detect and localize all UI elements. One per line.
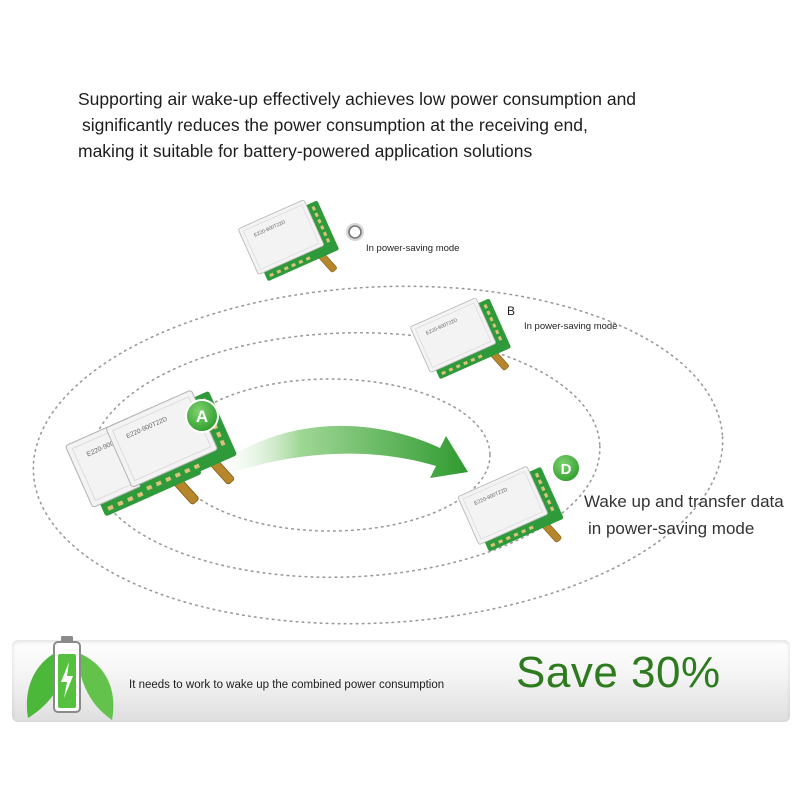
node-b-mode-label: In power-saving mode [524,321,618,332]
badge-a: A [185,399,219,433]
callout-line-2: in power-saving mode [588,519,755,538]
headline: Supporting air wake-up effectively achie… [78,86,738,164]
badge-d: D [551,453,581,483]
c-marker-icon [346,223,364,241]
node-c-mode-label: In power-saving mode [366,243,460,254]
callout-text: Wake up and transfer data in power-savin… [584,488,800,542]
orbit-middle [89,331,601,579]
module-c [237,194,348,301]
battery-leaf-icon [20,632,120,724]
headline-line-3: making it suitable for battery-powered a… [78,141,533,161]
footer-bar [12,640,790,722]
callout-line-1: Wake up and transfer data [584,492,784,511]
node-b-letter: B [507,304,516,318]
headline-line-1: Supporting air wake-up effectively achie… [78,89,637,109]
footer-caption: It needs to work to wake up the combined… [129,679,445,691]
orbit-inner [169,378,491,532]
badge-a-label: A [196,407,208,426]
badge-d-label: D [561,461,572,478]
headline-line-2: significantly reduces the power consumpt… [82,115,588,135]
orbit-outer [32,285,724,625]
wake-arrow [210,425,468,480]
save-percentage: Save 30% [516,648,721,697]
module-b [409,292,520,399]
orbit-group [32,285,724,625]
